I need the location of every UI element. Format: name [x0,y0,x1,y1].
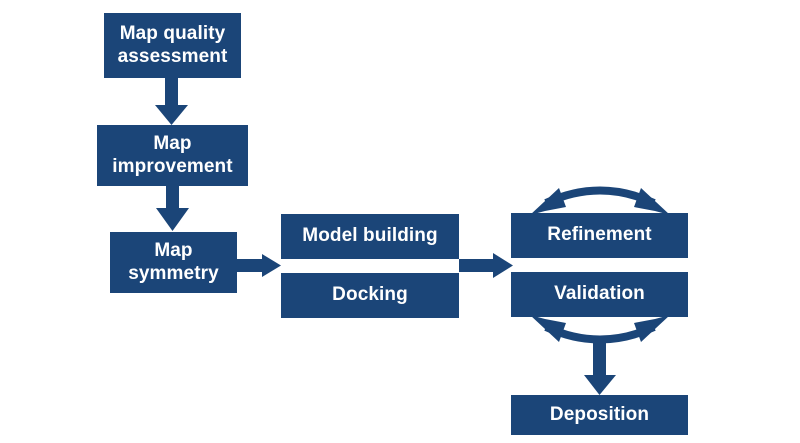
arc-bottom-cycle-icon [530,315,670,344]
node-map-improvement[interactable]: Map improvement [97,125,248,186]
node-label: Refinement [547,224,652,246]
node-label: Map improvement [112,133,233,177]
node-deposition[interactable]: Deposition [511,395,688,435]
arrow-assessment-to-improvement-icon [155,78,188,125]
node-label: Docking [332,284,408,306]
node-model-building[interactable]: Model building [281,214,459,259]
arrow-building-to-refinement-icon [459,253,513,278]
arrow-symmetry-to-building-icon [237,254,281,277]
node-refinement[interactable]: Refinement [511,213,688,258]
arc-top-cycle-icon [530,186,670,215]
node-map-quality-assessment[interactable]: Map quality assessment [104,13,241,78]
arrow-cycle-to-deposition-icon [584,341,616,395]
node-label: Validation [554,283,645,305]
node-label: Deposition [549,403,650,425]
arrow-improvement-to-symmetry-icon [156,186,189,231]
node-label: Map quality assessment [117,23,228,67]
node-validation[interactable]: Validation [511,272,688,317]
node-map-symmetry[interactable]: Map symmetry [110,232,237,293]
node-docking[interactable]: Docking [281,273,459,318]
node-label: Model building [302,225,438,247]
node-label: Map symmetry [128,240,219,284]
